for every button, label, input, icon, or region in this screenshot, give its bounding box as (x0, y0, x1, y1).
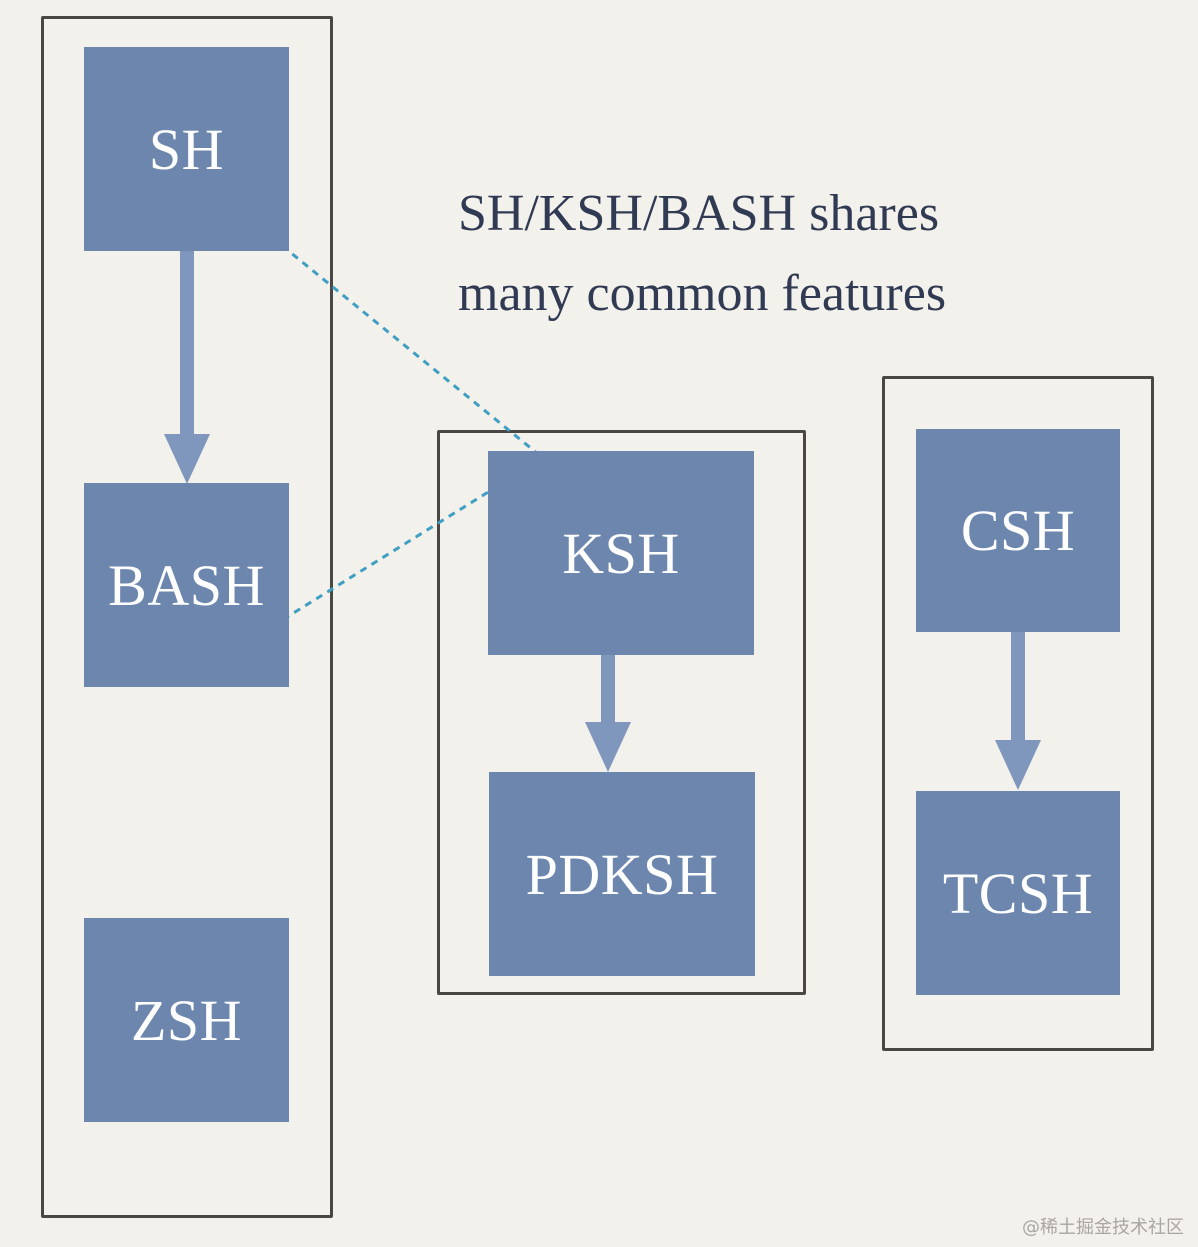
caption-line-2: many common features (458, 265, 947, 322)
shell-label-bash: BASH (108, 552, 265, 618)
sh-family-frame (41, 16, 333, 1218)
shell-label-csh: CSH (960, 498, 1076, 563)
watermark: @稀土掘金技术社区 (1022, 1217, 1184, 1238)
shell-label-tcsh: TCSH (942, 860, 1094, 926)
diagram-caption: SH/KSH/BASH shares many common features (458, 174, 1158, 334)
shell-box-sh: SH (84, 47, 289, 251)
shell-box-zsh: ZSH (84, 918, 289, 1122)
shell-box-csh: CSH (916, 429, 1120, 632)
shell-box-ksh: KSH (488, 451, 754, 655)
shell-box-bash: BASH (84, 483, 289, 687)
ksh-family-frame (437, 430, 806, 995)
shell-label-ksh: KSH (562, 520, 680, 586)
shell-label-pdksh: PDKSH (525, 841, 719, 907)
arrow-sh-to-bash (164, 250, 210, 484)
shell-label-zsh: ZSH (130, 987, 243, 1053)
shell-label-sh: SH (148, 116, 225, 182)
shell-box-tcsh: TCSH (916, 791, 1120, 995)
caption-line-1: SH/KSH/BASH shares (458, 185, 940, 242)
csh-family-frame (882, 376, 1154, 1051)
arrow-csh-to-tcsh (995, 631, 1041, 790)
arrow-ksh-to-pdksh (585, 654, 631, 772)
shell-box-pdksh: PDKSH (489, 772, 755, 976)
